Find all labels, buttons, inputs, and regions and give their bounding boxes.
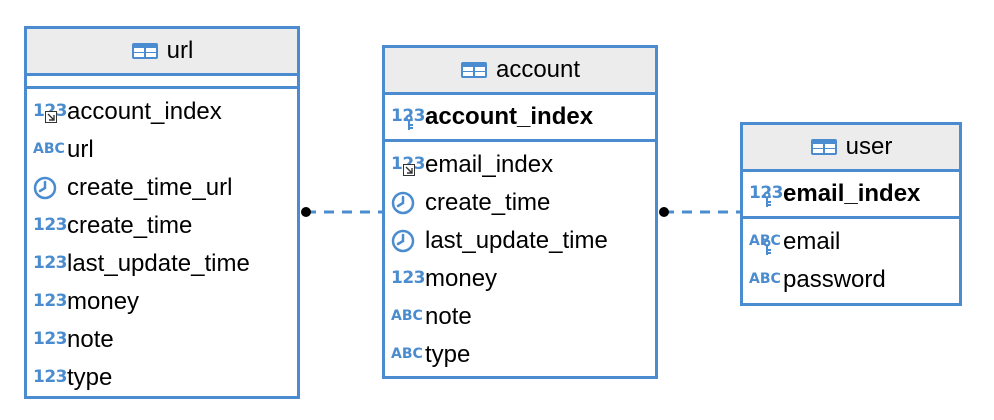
column-type-icon: ABC [33,137,67,163]
column-list: ABCemailABCpassword [743,219,959,299]
column-name: type [425,341,471,368]
text-type-icon: ABC [391,308,423,324]
column-type-icon: 123 [391,152,426,178]
entity-header[interactable]: url [27,29,297,76]
column-name: create_time [425,189,551,216]
column-type-icon: 123 [391,104,426,130]
clock-icon [33,176,57,200]
column-type-icon: 123 [33,327,68,353]
column-name: money [67,288,140,315]
number-type-icon: 123 [33,253,68,273]
column-name: account_index [67,98,222,125]
column-type-icon: 123 [33,99,68,125]
column-name: password [783,266,886,293]
primary-key-name: email_index [783,180,921,207]
text-type-icon: ABC [33,141,65,157]
column-name: last_update_time [67,250,250,277]
number-type-icon: 123 [33,329,68,349]
column-type-icon: 123 [749,181,784,207]
entity-account[interactable]: account 123account_index 123email_indexc… [382,45,658,379]
column-name: note [67,326,114,353]
column-list: 123account_indexABCurlcreate_time_url123… [27,89,297,397]
column-name: note [425,303,472,330]
entity-header[interactable]: account [385,48,655,95]
column-row[interactable]: 123email_index [385,146,655,184]
column-name: url [67,136,94,163]
column-row[interactable]: create_time [385,184,655,222]
column-row[interactable]: ABCemail [743,223,959,261]
column-type-icon: 123 [33,251,68,277]
primary-key-row[interactable]: 123account_index [385,95,655,142]
entity-title: user [845,133,893,160]
column-type-icon: ABC [749,267,783,293]
number-type-icon: 123 [33,215,68,235]
key-icon [405,114,413,130]
text-type-icon: ABC [749,271,781,287]
text-type-icon: ABC [391,346,423,362]
entity-url[interactable]: url 123account_indexABCurlcreate_time_ur… [24,26,300,399]
key-icon [763,239,771,255]
column-type-icon: 123 [33,289,68,315]
entity-header[interactable]: user [743,125,959,172]
table-icon [460,62,487,78]
column-type-icon: ABC [391,342,425,368]
column-row[interactable]: last_update_time [385,222,655,260]
number-type-icon: 123 [33,291,68,311]
column-type-icon: 123 [391,266,426,292]
entity-user[interactable]: user 123email_index ABCemailABCpassword [740,122,962,306]
column-name: type [67,364,113,391]
column-name: last_update_time [425,227,608,254]
column-list: 123email_indexcreate_timelast_update_tim… [385,142,655,374]
column-name: create_time_url [67,174,233,201]
relation-url-account-endpoint [301,207,311,217]
table-icon [131,43,158,59]
clock-icon [391,191,415,215]
entity-title: account [495,56,581,83]
clock-icon [391,229,415,253]
primary-key-row[interactable]: 123email_index [743,172,959,219]
foreign-key-icon [403,164,415,176]
relation-account-user-endpoint [659,207,669,217]
primary-key-section [27,76,297,89]
number-type-icon: 123 [391,268,426,288]
entity-title: url [166,37,194,64]
table-icon [810,139,837,155]
column-name: email [783,228,841,255]
column-type-icon: ABC [391,304,425,330]
primary-key-name: account_index [425,103,594,130]
foreign-key-icon [45,111,57,123]
key-icon [763,191,771,207]
column-type-icon [391,190,425,216]
column-name: email_index [425,151,554,178]
column-name: create_time [67,212,193,239]
column-type-icon [33,175,67,201]
column-type-icon: 123 [33,213,68,239]
column-type-icon: 123 [33,365,68,391]
column-type-icon [391,228,425,254]
column-name: money [425,265,498,292]
column-row[interactable]: 123account_index [27,93,297,131]
column-row[interactable]: create_time_url [27,169,297,207]
column-type-icon: ABC [749,229,783,255]
number-type-icon: 123 [33,367,68,387]
